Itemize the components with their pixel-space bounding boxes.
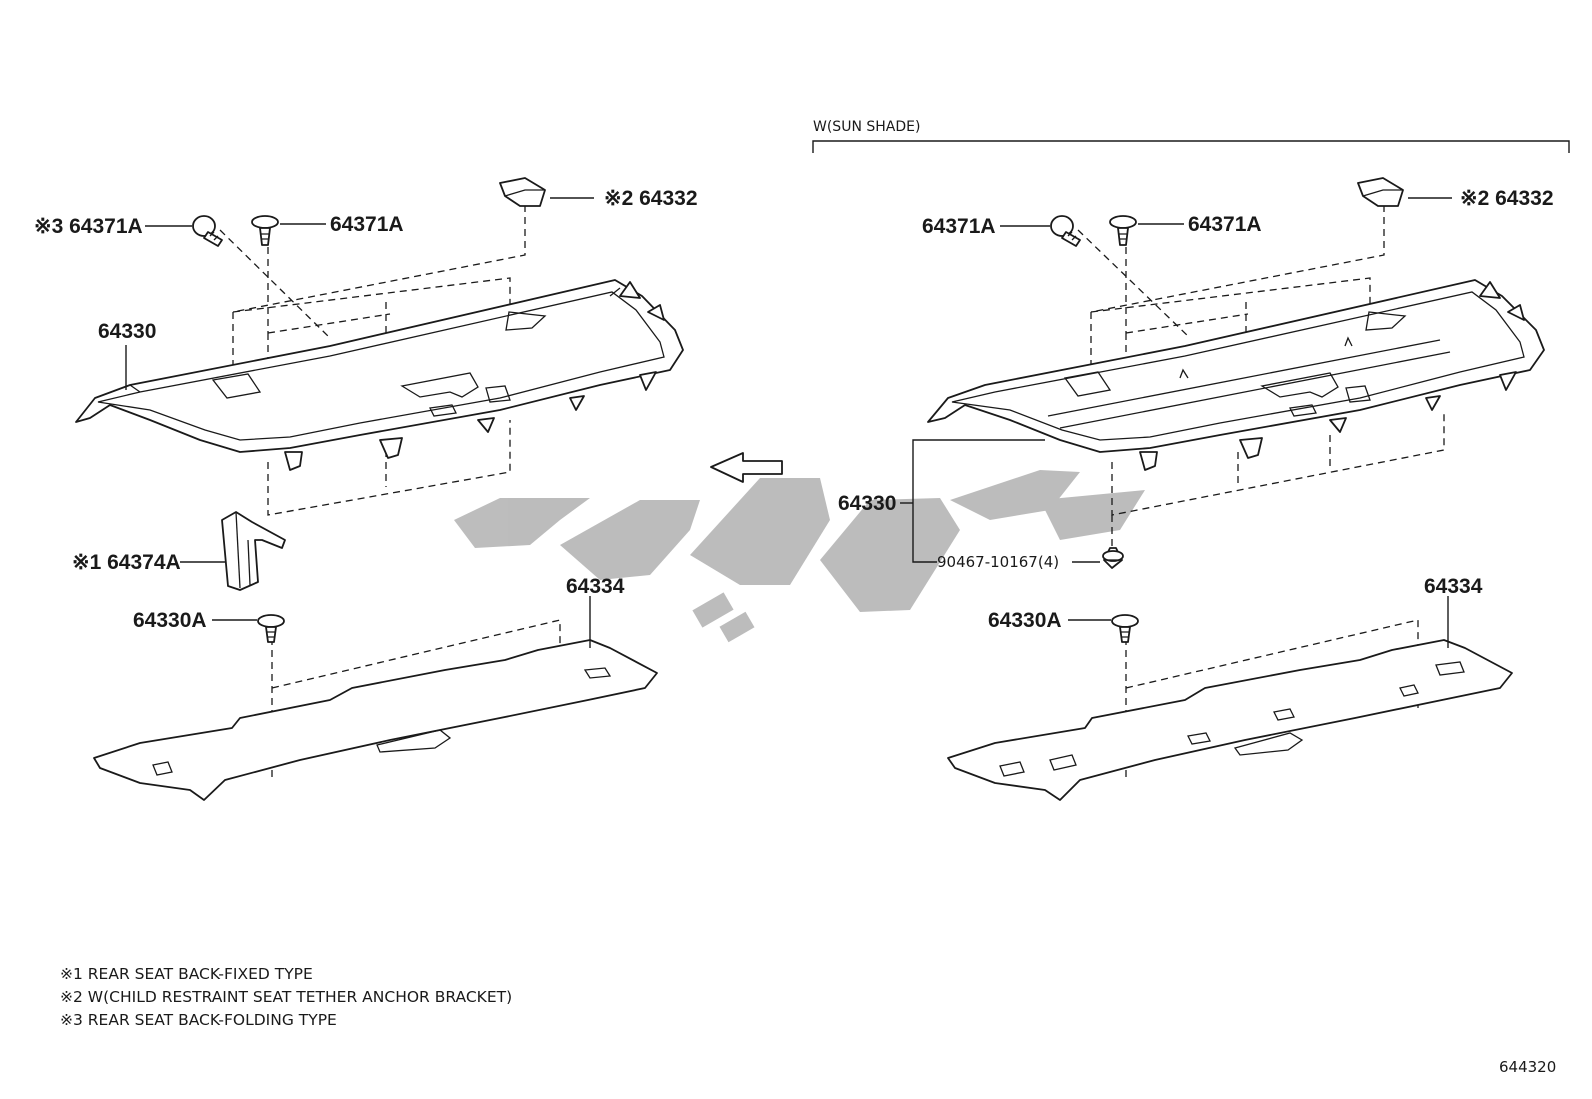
screw-64371a-marked-left — [192, 215, 223, 247]
clip-64371a-right — [1109, 215, 1137, 246]
clip-90467-10167-right — [1102, 547, 1124, 569]
deck-board-64334-left — [93, 639, 658, 801]
label-64330a-left: 64330A — [133, 609, 207, 632]
clip-64330a-right — [1111, 614, 1139, 643]
label-64332-left: ※2 64332 — [604, 187, 698, 210]
package-tray-64330-left — [75, 279, 684, 471]
label-64371a-left: 64371A — [330, 213, 404, 236]
label-64330a-right: 64330A — [988, 609, 1062, 632]
footnote-3: ※3 REAR SEAT BACK-FOLDING TYPE — [60, 1011, 337, 1029]
sun-shade-bracket: W(SUN SHADE) — [812, 119, 1570, 153]
cap-64332-left — [499, 177, 546, 207]
bracket-64374a-left — [221, 511, 286, 591]
label-64330-right: 64330 — [838, 492, 896, 515]
clip-64330a-left — [257, 614, 285, 643]
footnote-2: ※2 W(CHILD RESTRAINT SEAT TETHER ANCHOR … — [60, 988, 512, 1006]
clip-64371a-left — [251, 215, 279, 246]
cap-64332-right — [1357, 177, 1404, 207]
label-64334-left: 64334 — [566, 575, 625, 598]
label-64332-right: ※2 64332 — [1460, 187, 1554, 210]
footnotes: ※1 REAR SEAT BACK-FIXED TYPE ※2 W(CHILD … — [60, 965, 512, 1029]
package-tray-64330-right — [927, 279, 1545, 471]
screw-64371a-right — [1050, 215, 1081, 247]
label-64371a-marked-left: ※3 64371A — [34, 215, 143, 238]
front-direction-arrow-icon — [710, 452, 783, 483]
deck-board-64334-right — [947, 639, 1513, 801]
sun-shade-label: W(SUN SHADE) — [813, 119, 920, 135]
watermark-logo — [454, 470, 1145, 643]
label-64371a-left-side-right: 64371A — [922, 215, 996, 238]
footnote-1: ※1 REAR SEAT BACK-FIXED TYPE — [60, 965, 313, 983]
label-64371a-right: 64371A — [1188, 213, 1262, 236]
label-90467-10167: 90467-10167(4) — [937, 553, 1059, 571]
right-assembly: ※2 64332 64371A 64371A 64330 90467-10167… — [838, 177, 1554, 801]
label-64330-left: 64330 — [98, 320, 156, 343]
label-64334-right: 64334 — [1424, 575, 1483, 598]
label-64374a-left: ※1 64374A — [72, 551, 181, 574]
diagram-code: 644320 — [1499, 1058, 1556, 1076]
left-assembly: ※2 64332 64371A ※3 64371A 64330 ※1 64374… — [34, 177, 698, 801]
